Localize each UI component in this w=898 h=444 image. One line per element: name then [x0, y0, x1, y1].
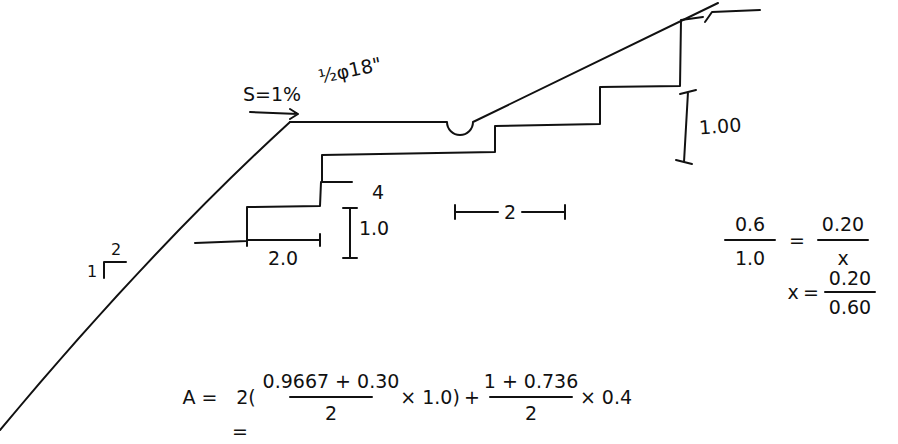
dimension-line — [247, 234, 320, 246]
sketch-label: 2.0 — [268, 249, 298, 268]
upper-steps — [322, 17, 703, 182]
sketch-label: 2 — [325, 404, 337, 423]
sketch-label: + — [464, 388, 480, 407]
crest-mark — [705, 10, 760, 22]
sketch-label: 0.9667 + 0.30 — [263, 372, 400, 391]
sketch-label: 0.20 — [822, 215, 864, 234]
sketch-label: × 1.0) — [400, 388, 460, 407]
sketch-label: × 0.4 — [580, 388, 632, 407]
sketch-label: 2( — [236, 388, 256, 407]
berm-line — [290, 3, 718, 135]
sketch-label: A = — [183, 388, 218, 407]
sketch-label: 0.6 — [735, 215, 765, 234]
slope-arrow — [250, 109, 298, 119]
slope-curve — [0, 122, 290, 430]
sketch-label: x — [837, 249, 848, 268]
dimension-line — [676, 90, 696, 164]
dimension-line — [343, 208, 357, 258]
sketch-label: 1.0 — [735, 249, 765, 268]
sketch-label: 1 + 0.736 — [484, 372, 578, 391]
sketch-label: S=1% — [243, 85, 301, 104]
sketch-label: x — [787, 283, 798, 302]
sketch-label: ½φ18" — [317, 54, 383, 86]
slope-ratio-mark — [104, 262, 126, 278]
sketch-label: 0.60 — [829, 298, 871, 317]
sketch-label: 4 — [372, 183, 384, 202]
sketch-label: = — [803, 283, 819, 302]
sketch-label: 1 — [87, 264, 97, 280]
lower-steps — [195, 182, 352, 243]
sketch-label: 2 — [525, 404, 537, 423]
sketch-label: 1.00 — [698, 115, 742, 137]
sketch-label: 2 — [504, 203, 516, 222]
sketch-label: 1.0 — [359, 219, 389, 238]
sketch-label: = — [789, 231, 805, 250]
sketch-label: 2 — [111, 242, 121, 258]
sketch-label: 0.20 — [829, 269, 871, 288]
sketch-label: = — [232, 422, 248, 441]
